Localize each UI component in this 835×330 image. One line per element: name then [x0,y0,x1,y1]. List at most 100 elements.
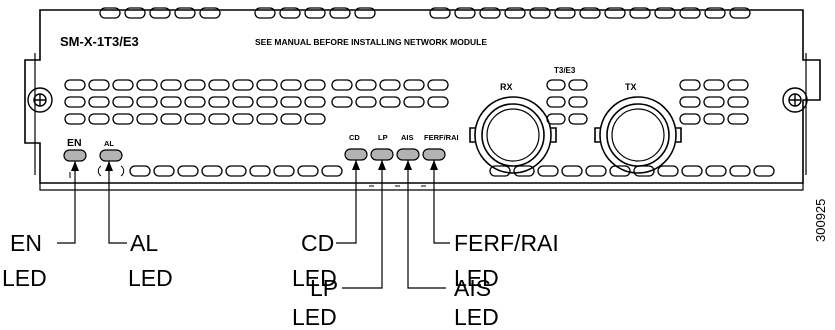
vent-slot [379,96,401,108]
tx-bnc-connector[interactable] [594,96,682,174]
vent-slot [679,79,701,91]
vent-slot [208,79,230,91]
vent-slot [304,79,326,91]
en-callout-name: EN [10,230,42,256]
vent-slot [479,7,501,19]
rx-bnc-connector[interactable] [469,96,557,174]
vent-slot [64,96,86,108]
vent-slot [232,113,254,125]
bottom-vent-row [129,165,775,177]
vent-slot [489,165,511,177]
al-callout-name: AL [130,230,159,256]
vent-slot [703,79,725,91]
ais-led-label: AIS [401,133,414,142]
vent-slot [629,7,651,19]
vent-slot [280,113,302,125]
vent-slot [256,113,278,125]
ais-callout-led: LED [454,304,499,330]
en-callout-led: LED [2,265,47,291]
vent-slot [355,96,377,108]
vent-slot [568,79,588,91]
model-label: SM-X-1T3/E3 [60,34,139,49]
vent-slot [679,113,701,125]
vent-slot [504,7,526,19]
vent-slot [585,165,607,177]
vent-slot [427,79,449,91]
vent-slot [321,165,343,177]
lp-callout-led: LED [292,304,337,330]
vent-slot [546,79,566,91]
led-divider-marks [69,172,470,187]
callout-leaders [57,160,450,289]
vent-slot [64,113,86,125]
vent-slot [529,7,551,19]
vent-slot [136,96,158,108]
lp-led-label: LP [378,133,388,142]
vent-slot [225,165,247,177]
vent-slot [160,79,182,91]
vent-slot [273,165,295,177]
vent-slot [329,7,351,19]
vent-slot [160,113,182,125]
vent-slot [355,79,377,91]
vent-slot [679,7,701,19]
vent-slot [657,165,679,177]
vent-slot [727,96,749,108]
vent-slot [280,79,302,91]
vent-slot [64,79,86,91]
vent-slot [703,113,725,125]
vent-slot [256,79,278,91]
vent-slot [256,96,278,108]
cd-led-label: CD [349,133,360,142]
vent-slot [279,7,301,19]
vent-slot [654,7,676,19]
vent-slot [609,165,631,177]
port-group-label: T3/E3 [554,66,576,75]
vent-slot [568,113,588,125]
vent-slot [88,96,110,108]
ais-callout-name: AIS [454,275,492,301]
vent-slot [704,7,726,19]
vent-slot [254,7,276,19]
right-vent-grid [546,79,588,125]
vent-slot [304,96,326,108]
vent-slot [177,165,199,177]
panel-ledge [39,183,804,191]
vent-slot [727,113,749,125]
ferf-led [422,148,446,161]
vent-slot [727,79,749,91]
vent-slot [729,165,751,177]
vent-slot [232,79,254,91]
vent-slot [579,7,601,19]
right-captive-screw[interactable] [782,87,808,113]
lp-callout-name: LP [310,275,339,301]
vent-slot [427,96,449,108]
al-led-label: AL [104,139,114,148]
al-callout-led: LED [128,265,173,291]
vent-slot [304,7,326,19]
cd-callout-name: CD [301,230,335,256]
vent-slot [454,7,476,19]
vent-slot [184,113,206,125]
en-led [63,149,87,162]
vent-slot [208,113,230,125]
al-led-marker [97,165,125,177]
cd-callout-led: LED [292,265,337,291]
vent-slot [280,96,302,108]
vent-slot [249,165,271,177]
vent-slot [124,7,146,19]
vent-slot [753,165,775,177]
vent-slot [429,7,451,19]
left-captive-screw[interactable] [27,87,53,113]
install-warning: SEE MANUAL BEFORE INSTALLING NETWORK MOD… [255,37,487,47]
vent-slot [604,7,626,19]
vent-slot [681,165,703,177]
vent-slot [112,96,134,108]
vent-slot [129,165,151,177]
vent-slot [561,165,583,177]
vent-slot [232,96,254,108]
vent-slot [403,79,425,91]
vent-slot [136,79,158,91]
tx-label: TX [625,82,637,92]
vent-slot [304,113,326,125]
